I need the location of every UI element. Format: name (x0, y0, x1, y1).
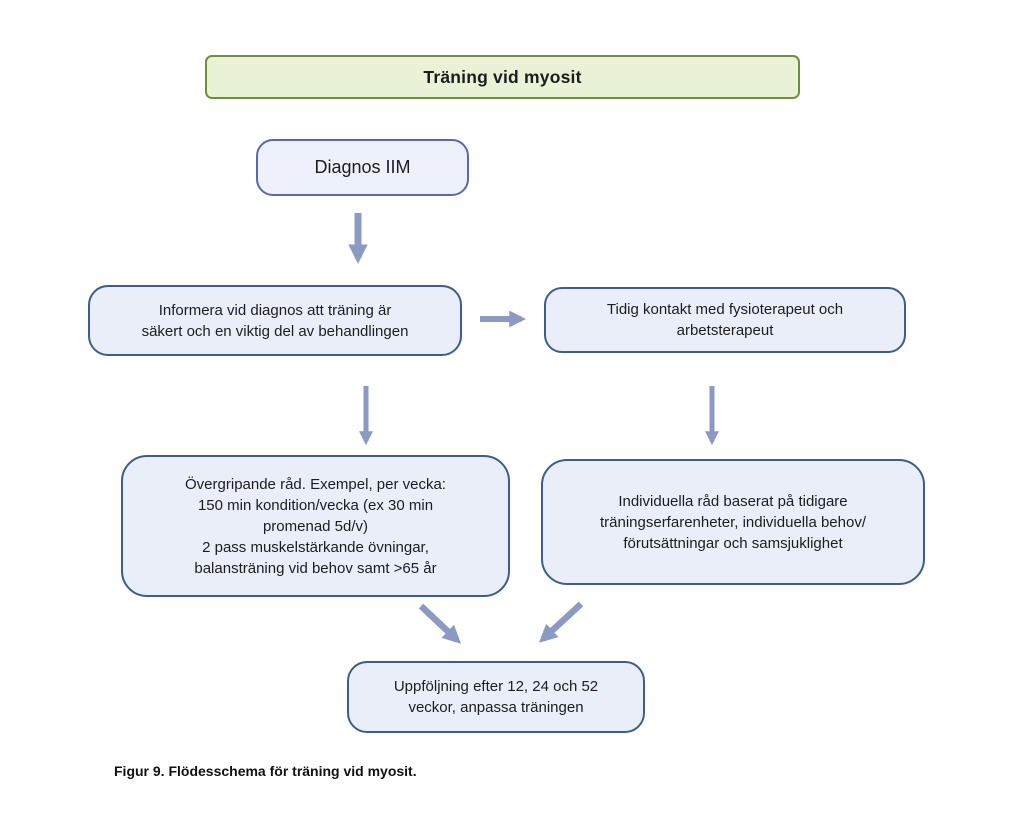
node-individual-advice: Individuella råd baserat på tidigare trä… (541, 459, 925, 585)
node-early-contact-therapists: Tidig kontakt med fysioterapeut och arbe… (544, 287, 906, 353)
node-inform-at-diagnosis: Informera vid diagnos att träning är säk… (88, 285, 462, 356)
flowchart-title: Träning vid myosit (205, 55, 800, 99)
node-follow-up: Uppföljning efter 12, 24 och 52 veckor, … (347, 661, 645, 733)
node-diagnosis-iim: Diagnos IIM (256, 139, 469, 196)
arrow-individual-advice-to-follow-up-icon (538, 601, 584, 643)
node-general-advice: Övergripande råd. Exempel, per vecka: 15… (121, 455, 510, 597)
arrow-general-advice-to-follow-up-icon (418, 603, 461, 644)
figure-caption: Figur 9. Flödesschema för träning vid my… (114, 763, 417, 779)
